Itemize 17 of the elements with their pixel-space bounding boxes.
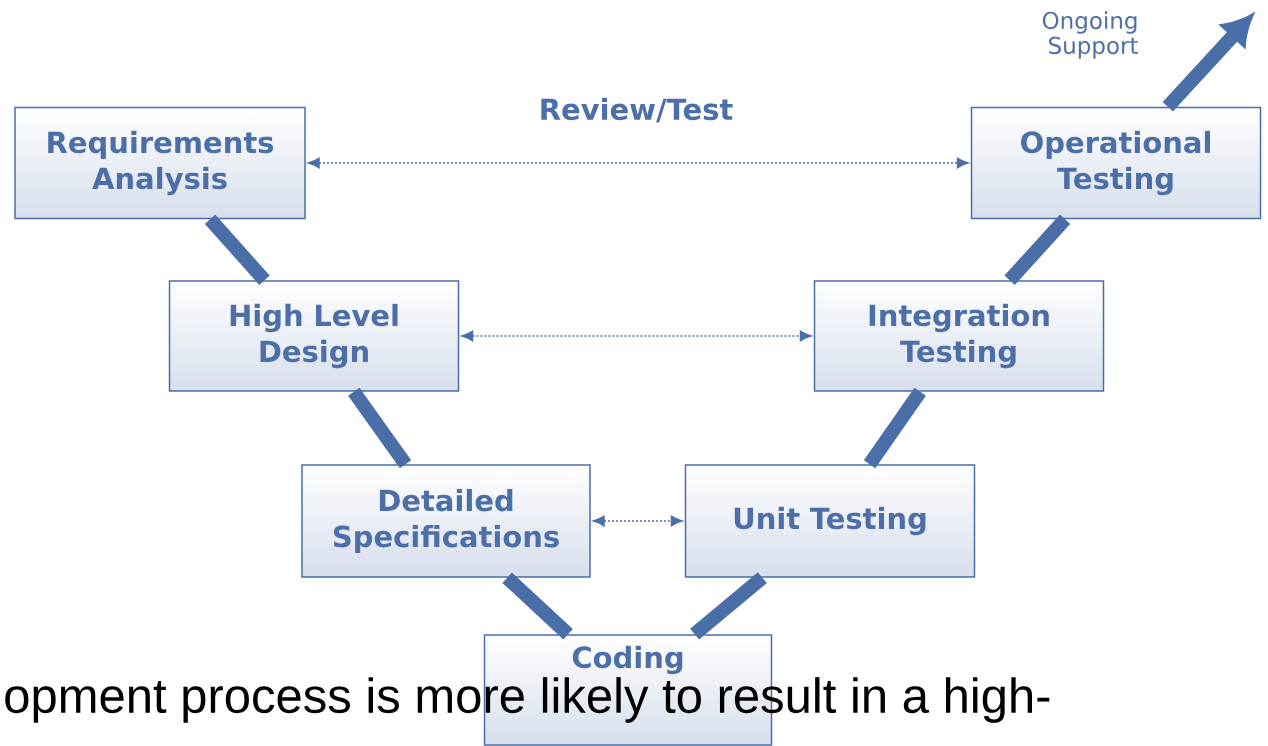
connector-line bbox=[204, 214, 270, 285]
dotted-arrow bbox=[307, 157, 969, 169]
dotted-arrow bbox=[592, 515, 683, 527]
process-box: Requirements Analysis bbox=[14, 106, 306, 220]
connector-line bbox=[1004, 214, 1071, 285]
dotted-arrow bbox=[461, 330, 812, 342]
edge-label: Ongoing Support bbox=[1042, 11, 1138, 59]
edge-label: Review/Test bbox=[541, 97, 733, 123]
process-box: Unit Testing bbox=[684, 464, 976, 578]
connector-line bbox=[502, 572, 573, 640]
connector-line bbox=[690, 572, 767, 640]
process-box: High Level Design bbox=[168, 280, 460, 392]
connector-line bbox=[348, 387, 412, 469]
connector-line bbox=[863, 387, 926, 469]
process-box: Integration Testing bbox=[813, 280, 1105, 392]
process-box: Detailed Specifications bbox=[301, 464, 591, 578]
process-box: Operational Testing bbox=[970, 106, 1262, 220]
